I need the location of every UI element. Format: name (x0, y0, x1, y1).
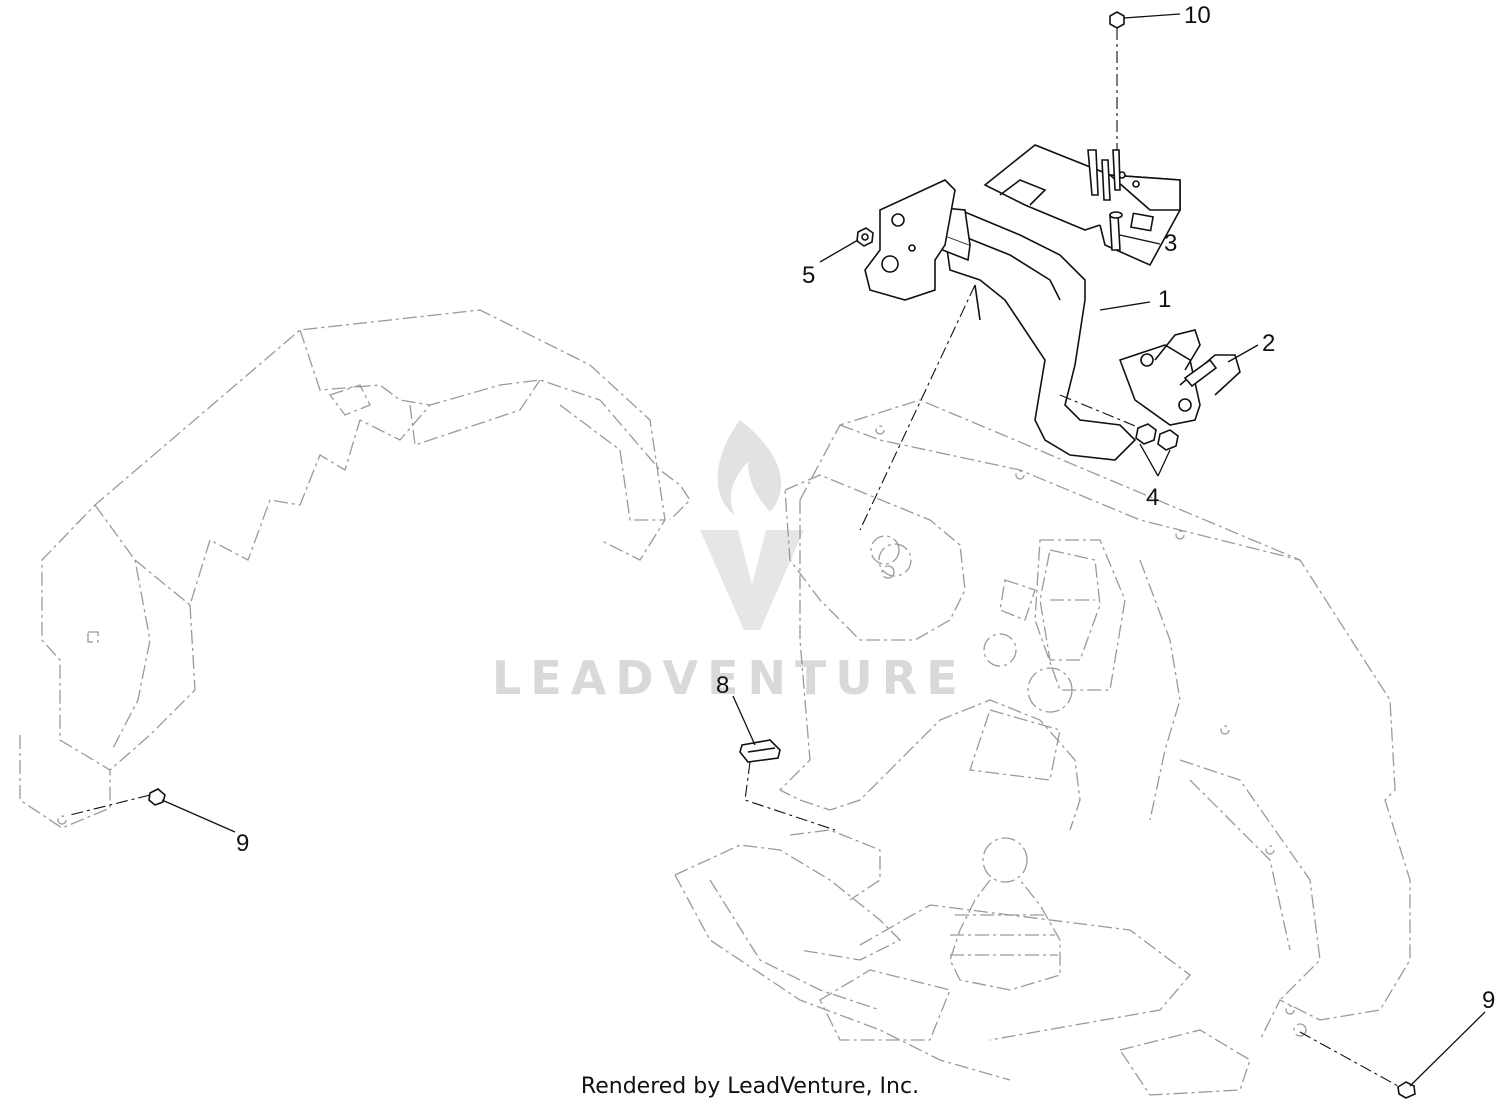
joystick-outline (949, 837, 1061, 991)
rendered-by-credit: Rendered by LeadVenture, Inc. (580, 1074, 920, 1099)
part-3-bolt (1109, 211, 1123, 251)
dash-console-outline (674, 399, 1411, 1096)
watermark: LEADVENTURE (492, 420, 967, 705)
part-10-nut (1109, 11, 1125, 29)
part-4-nuts (1135, 423, 1179, 451)
callout-9-left: 9 (236, 830, 249, 857)
steering-hub-outline (870, 535, 912, 579)
part-8-clip (739, 739, 781, 763)
watermark-v-icon (700, 530, 804, 630)
left-fender-outline (19, 309, 691, 829)
top-bracket (983, 144, 1181, 267)
callout-5: 5 (802, 262, 815, 289)
callout-10: 10 (1184, 2, 1211, 29)
callout-8: 8 (716, 672, 729, 699)
callout-3: 3 (1164, 230, 1177, 257)
part-9-screw-left (148, 788, 166, 806)
callout-1: 1 (1158, 286, 1171, 313)
callout-9-right: 9 (1482, 987, 1495, 1014)
callout-4: 4 (1146, 484, 1159, 511)
watermark-flame-icon (717, 420, 782, 515)
callout-2: 2 (1262, 330, 1275, 357)
callout-leaders (161, 13, 1486, 1087)
part-2-u-bolts (1118, 329, 1241, 426)
part-1-handle-bar (864, 179, 1137, 461)
watermark-text: LEADVENTURE (492, 651, 967, 705)
assembly-lines (69, 28, 1399, 1087)
callouts: 10 3 1 2 4 5 8 9 9 (236, 2, 1495, 1014)
part-5-nut (856, 227, 874, 247)
